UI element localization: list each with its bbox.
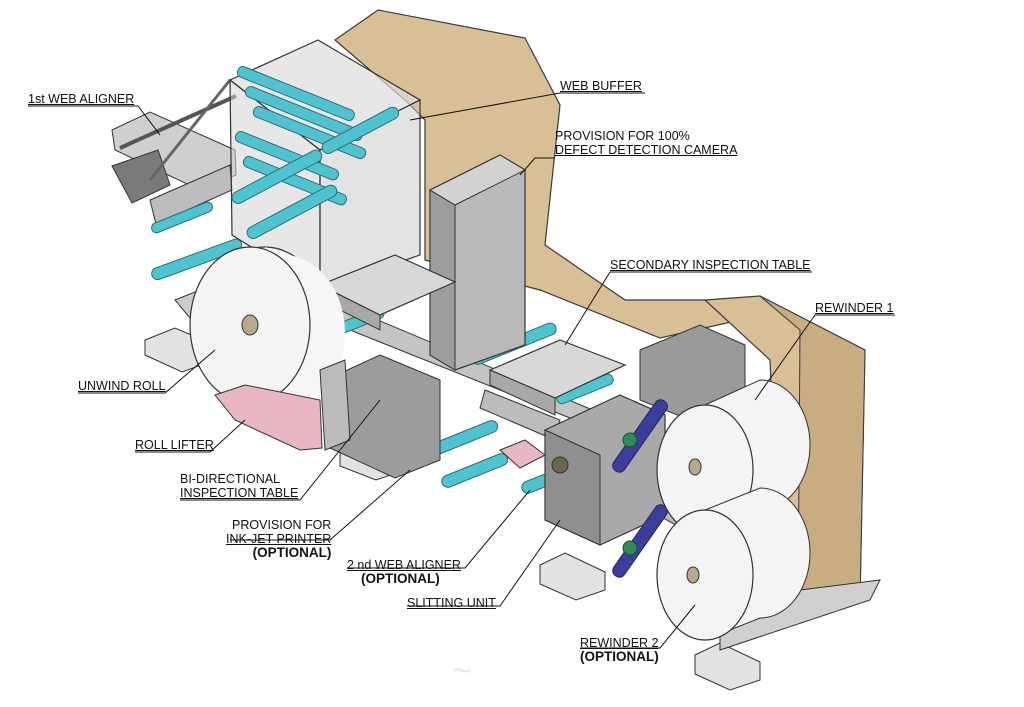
label-secondary-inspection-table: SECONDARY INSPECTION TABLE [610, 258, 811, 272]
label-text: PROVISION FOR 100% [555, 129, 690, 143]
rewinder-1-roll [656, 379, 811, 536]
watermark-text: ~ [452, 652, 472, 690]
ink-jet-provision [499, 439, 546, 469]
label-text: 1st WEB ALIGNER [28, 92, 135, 106]
guide-rollers [151, 66, 653, 515]
label-second-web-aligner: 2 nd WEB ALIGNER (OPTIONAL) [347, 558, 461, 586]
label-text: INK-JET PRINTER [226, 532, 332, 546]
label-roll-lifter: ROLL LIFTER [135, 438, 214, 452]
secondary-inspection-table [479, 339, 627, 441]
camera-housing [428, 154, 527, 371]
label-optional: (OPTIONAL) [252, 545, 332, 560]
label-first-web-aligner: 1st WEB ALIGNER [28, 92, 134, 106]
label-rewinder-1: REWINDER 1 [815, 301, 893, 315]
label-text: REWINDER 2 [580, 636, 659, 650]
label-optional: (OPTIONAL) [580, 649, 659, 664]
label-ink-jet-printer: PROVISION FOR INK-JET PRINTER (OPTIONAL) [226, 518, 331, 560]
label-text: DEFECT DETECTION CAMERA [555, 143, 738, 157]
label-camera-provision: PROVISION FOR 100% DEFECT DETECTION CAME… [555, 129, 737, 157]
label-unwind-roll: UNWIND ROLL [78, 379, 166, 393]
label-text: BI-DIRECTIONAL [180, 472, 281, 486]
unwind-roll [189, 246, 345, 408]
label-text: SLITTING UNIT [407, 596, 496, 610]
label-text: UNWIND ROLL [78, 379, 166, 393]
label-optional: (OPTIONAL) [361, 571, 440, 586]
label-slitting-unit: SLITTING UNIT [407, 596, 496, 610]
label-text: PROVISION FOR [232, 518, 332, 532]
label-rewinder-2: REWINDER 2 (OPTIONAL) [580, 636, 659, 664]
label-text: WEB BUFFER [560, 79, 642, 93]
label-text: INSPECTION TABLE [180, 486, 299, 500]
label-text: 2 nd WEB ALIGNER [347, 558, 461, 572]
leader-lines [28, 92, 895, 649]
bi-directional-inspection-table [318, 254, 457, 479]
roll-lifter [214, 359, 351, 451]
label-web-buffer: WEB BUFFER [560, 79, 642, 93]
label-text: REWINDER 1 [815, 301, 894, 315]
label-text: ROLL LIFTER [135, 438, 214, 452]
rewinder-2-roll [656, 487, 811, 641]
label-text: SECONDARY INSPECTION TABLE [610, 258, 811, 272]
first-web-aligner [111, 79, 237, 225]
label-bi-directional-table: BI-DIRECTIONAL INSPECTION TABLE [180, 472, 298, 500]
rewinder-arms [612, 399, 668, 578]
